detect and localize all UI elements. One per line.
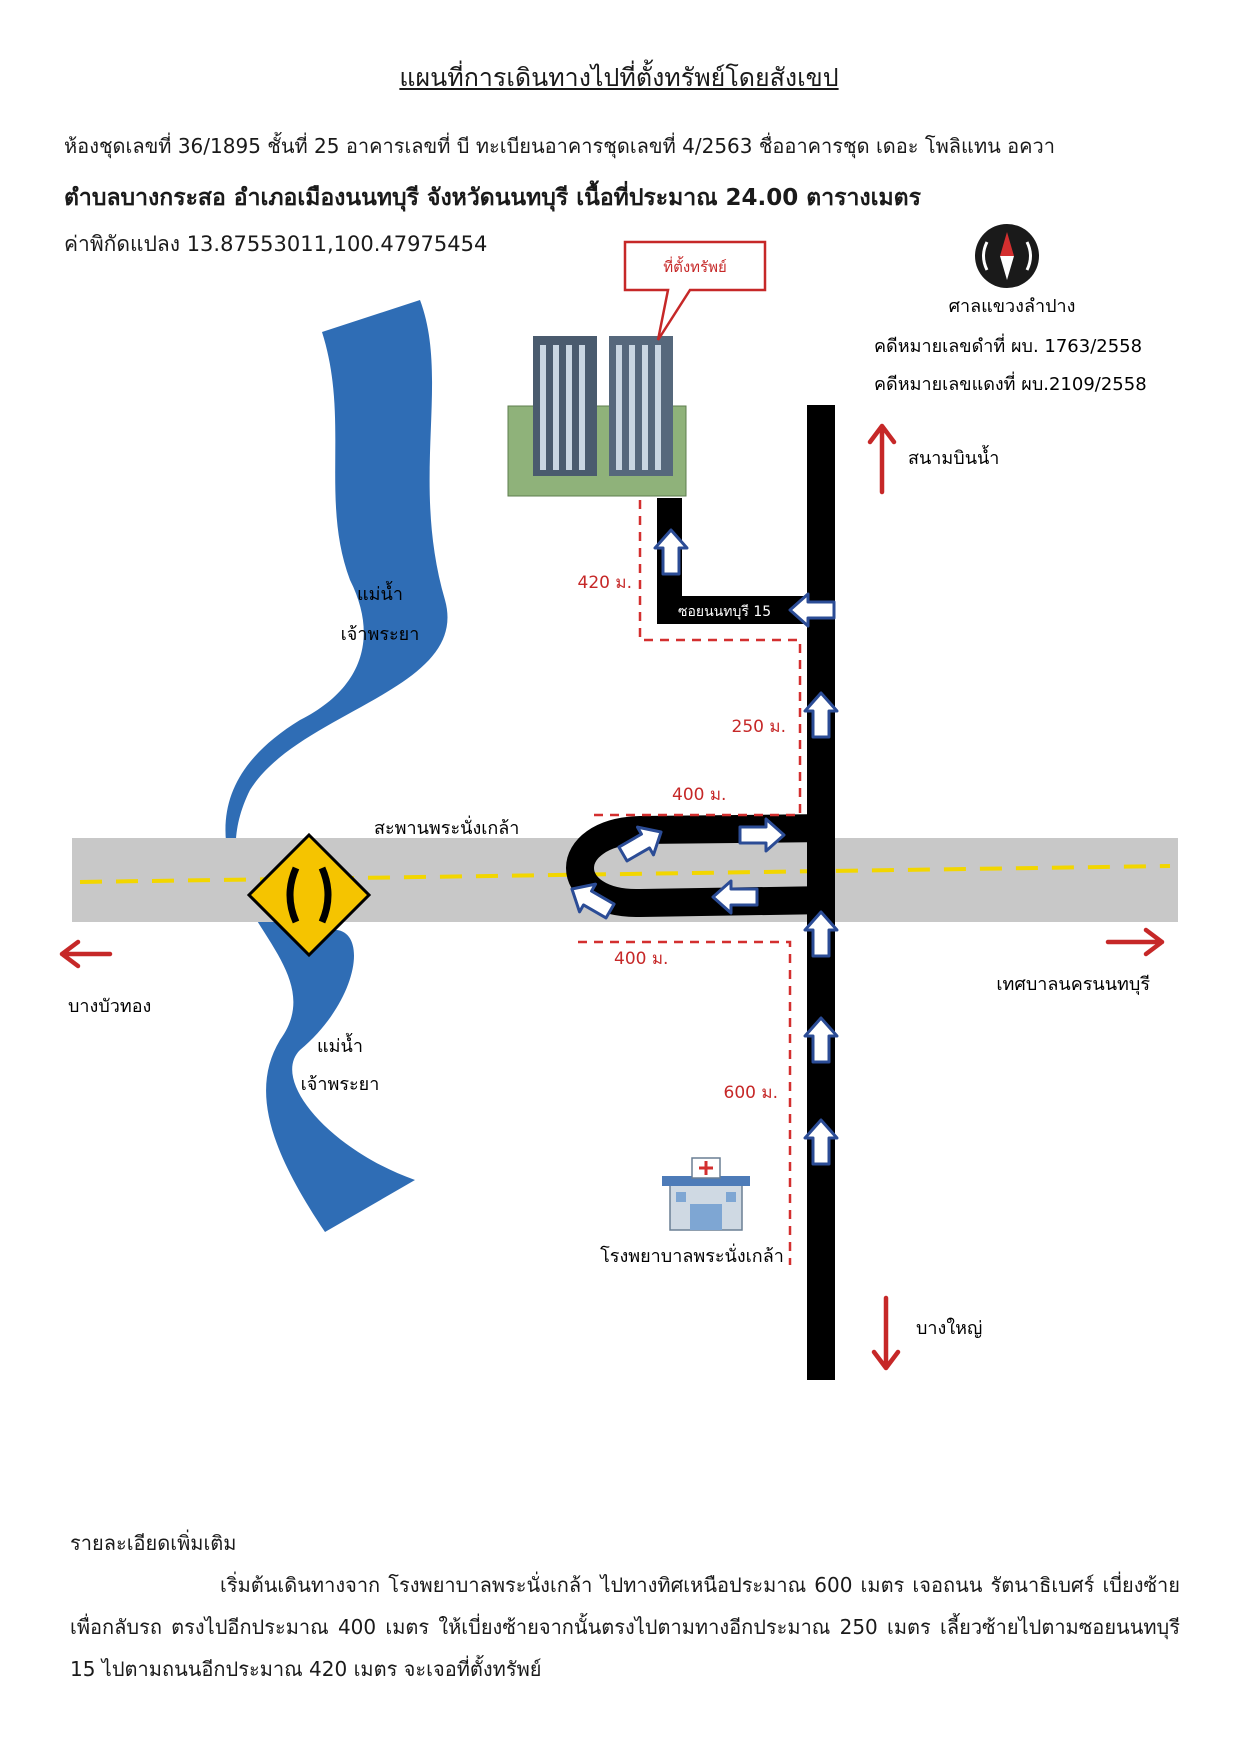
court-name: ศาลแขวงลำปาง: [949, 296, 1076, 317]
case-black: คดีหมายเลขดำที่ ผบ. 1763/2558: [874, 333, 1142, 357]
details-heading: รายละเอียดเพิ่มเติม: [70, 1531, 237, 1555]
north-label: สนามบินน้ำ: [908, 445, 999, 469]
page-title: แผนที่การเดินทางไปที่ตั้งทรัพย์โดยสังเขป: [399, 63, 839, 92]
callout-label: ที่ตั้งทรัพย์: [663, 256, 727, 276]
south-label: บางใหญ่: [916, 1317, 982, 1339]
distance-600: 600 ม.: [724, 1083, 778, 1103]
narrow-bridge-sign: [246, 832, 372, 958]
road-centerline: [79, 864, 1171, 884]
distance-lines: [578, 500, 802, 1265]
coordinates: ค่าพิกัดแปลง 13.87553011,100.47975454: [64, 232, 488, 256]
direction-arrows: [59, 423, 1165, 1371]
distance-250: 250 ม.: [732, 717, 786, 737]
additional-details: รายละเอียดเพิ่มเติม เริ่มต้นเดินทางจาก โ…: [70, 1522, 1180, 1690]
distance-400-bottom: 400 ม.: [614, 949, 668, 969]
river-label-top-1: แม่น้ำ: [357, 581, 403, 605]
property-callout: ที่ตั้งทรัพย์: [623, 240, 767, 341]
east-label: เทศบาลนครนนทบุรี: [996, 974, 1150, 995]
west-label: บางบัวทอง: [68, 996, 151, 1017]
distance-400-top: 400 ม.: [672, 785, 726, 805]
river: [225, 300, 448, 1232]
location-area: ตำบลบางกระสอ อำเภอเมืองนนทบุรี จังหวัดนน…: [64, 185, 921, 211]
details-text: เริ่มต้นเดินทางจาก โรงพยาบาลพระนั่งเกล้า…: [70, 1573, 1180, 1681]
route-map: ที่ตั้งทรัพย์ ศาลแขวงลำปาง คดีหมายเลขดำท…: [59, 224, 1178, 1380]
bridge-label: สะพานพระนั่งเกล้า: [374, 815, 519, 839]
u-turn-road: [566, 814, 831, 918]
river-label-bottom-1: แม่น้ำ: [317, 1033, 363, 1057]
compass-icon: [975, 224, 1039, 288]
hospital-icon: [662, 1157, 750, 1231]
hospital-label: โรงพยาบาลพระนั่งเกล้า: [600, 1243, 784, 1267]
condo-building: [507, 336, 687, 497]
unit-description: ห้องชุดเลขที่ 36/1895 ชั้นที่ 25 อาคารเล…: [64, 134, 1056, 158]
distance-420: 420 ม.: [578, 573, 632, 593]
soi-label: ซอยนนทบุรี 15: [678, 604, 771, 620]
river-label-bottom-2: เจ้าพระยา: [301, 1074, 380, 1095]
river-label-top-2: เจ้าพระยา: [341, 624, 420, 645]
case-red: คดีหมายเลขแดงที่ ผบ.2109/2558: [874, 371, 1147, 395]
